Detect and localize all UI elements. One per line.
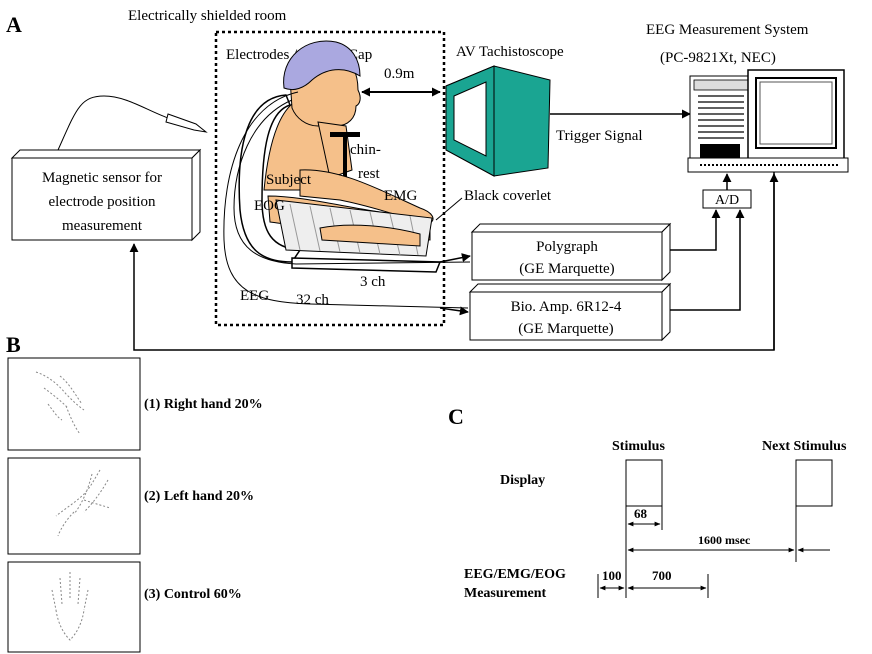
- subject-arm: [299, 169, 434, 225]
- panel-b: B (1) Right hand 20% (2) Left hand 20% (…: [6, 332, 263, 653]
- bioamp-to-ad-line: [670, 209, 745, 311]
- magnetic-sensor-line1: Magnetic sensor for: [42, 170, 162, 186]
- ch32-label: 32 ch: [296, 292, 329, 308]
- panel-a-label: A: [6, 12, 22, 37]
- computer-illustration: [687, 69, 849, 173]
- stimulus-box: [625, 459, 663, 507]
- post-700-label: 700: [652, 568, 672, 583]
- magnetic-sensor-line3: measurement: [62, 218, 143, 234]
- tachistoscope-label: AV Tachistoscope: [456, 44, 564, 60]
- shielded-room-title: Electrically shielded room: [128, 8, 287, 24]
- distance-label: 0.9m: [384, 66, 415, 82]
- duration-1600-label: 1600 msec: [698, 533, 751, 547]
- magnetic-stylus-cable: [57, 95, 169, 151]
- chin-rest-label-line2: rest: [358, 166, 380, 182]
- emg-label: EMG: [384, 188, 418, 204]
- magnetic-sensor-line2: electrode position: [48, 194, 156, 210]
- subject-label: Subject: [266, 172, 312, 188]
- duration-68-label: 68: [634, 506, 648, 521]
- subject-hands: [319, 224, 421, 247]
- chair-base: [291, 257, 442, 273]
- panel-c-label: C: [448, 404, 464, 429]
- polygraph-label: Polygraph: [536, 239, 598, 255]
- control-sketch: [51, 572, 89, 641]
- eeg-system-model: (PC-9821Xt, NEC): [660, 50, 776, 66]
- stimulus-label: Stimulus: [612, 439, 665, 454]
- bioamp-label: Bio. Amp. 6R12-4: [511, 299, 622, 315]
- measurement-label-line2: Measurement: [464, 586, 546, 601]
- eog-cable: [233, 99, 471, 265]
- chin-rest-label-line1: chin-: [350, 142, 381, 158]
- measurement-label-line1: EEG/EMG/EOG: [464, 567, 566, 582]
- pre-100-label: 100: [602, 568, 622, 583]
- eeg-to-bioamp-arrow: [439, 306, 469, 316]
- stimulus-image-right-hand: [7, 357, 141, 451]
- coverlet-pointer: [435, 197, 463, 221]
- ad-converter-label: A/D: [715, 193, 739, 208]
- polygraph-to-ad-line: [670, 209, 721, 251]
- coverlet-label: Black coverlet: [464, 188, 552, 204]
- subject-illustration: [238, 40, 442, 273]
- right-hand-sketch: [35, 371, 85, 435]
- ch3-label: 3 ch: [360, 274, 386, 290]
- bioamp-box: [468, 282, 672, 342]
- left-hand-sketch: [55, 469, 111, 537]
- polygraph-maker: (GE Marquette): [519, 261, 614, 277]
- left-hand-label: (2) Left hand 20%: [144, 489, 254, 504]
- electro-cap: [283, 40, 361, 91]
- next-stimulus-box: [795, 459, 833, 507]
- eog-to-polygraph-arrow: [439, 253, 471, 263]
- right-hand-label: (1) Right hand 20%: [144, 397, 263, 412]
- panel-b-label: B: [6, 332, 21, 357]
- next-stimulus-label: Next Stimulus: [762, 439, 847, 454]
- control-label: (3) Control 60%: [144, 587, 242, 602]
- eeg-system-title: EEG Measurement System: [646, 22, 809, 38]
- trigger-signal-label: Trigger Signal: [556, 128, 643, 144]
- chin-rest-post: [343, 136, 347, 196]
- computer-to-sensor-line: [129, 172, 775, 351]
- polygraph-box: [470, 222, 672, 282]
- chin-rest: [330, 132, 360, 137]
- shielded-room-boundary: [214, 30, 446, 327]
- bioamp-maker: (GE Marquette): [518, 321, 613, 337]
- magnetic-sensor-box: [10, 148, 202, 242]
- eeg-cable: [223, 91, 469, 309]
- display-label: Display: [500, 473, 545, 488]
- tachistoscope-device: [445, 65, 551, 177]
- eog-label: EOG: [254, 198, 285, 214]
- magnetic-stylus: [165, 113, 208, 133]
- stimulus-image-control: [7, 561, 141, 653]
- panel-a: A Electrically shielded room Electrodes …: [6, 8, 849, 351]
- eeg-cable-label: EEG: [240, 288, 269, 304]
- panel-c: C Stimulus Next Stimulus Display 68 1600…: [448, 404, 847, 601]
- stimulus-image-left-hand: [7, 457, 141, 555]
